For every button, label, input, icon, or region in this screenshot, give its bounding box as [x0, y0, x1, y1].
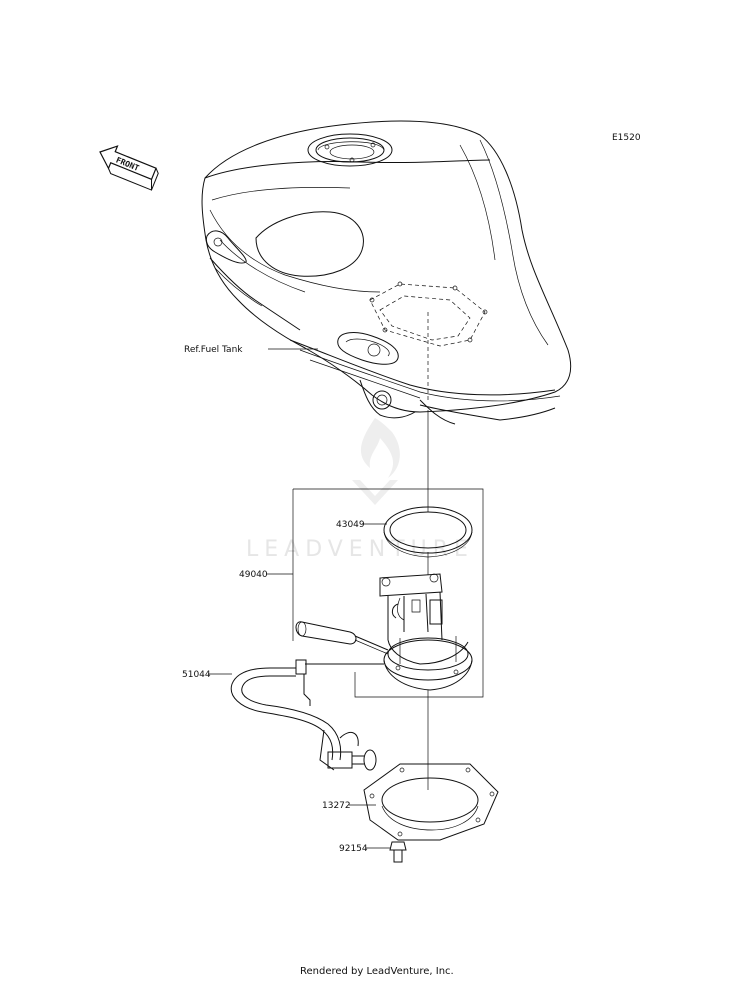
- watermark: LEADVENTURE: [246, 418, 474, 562]
- label-43049: 43049: [336, 520, 365, 530]
- diagram-code: E1520: [612, 133, 641, 143]
- label-49040: 49040: [239, 570, 268, 580]
- fuel-hose-51044: [230, 659, 384, 771]
- front-arrow-icon: FRONT: [99, 145, 159, 191]
- fuel-tank: [201, 120, 572, 425]
- fuel-pump-49040: [295, 573, 473, 691]
- plate-13272: [363, 763, 499, 841]
- label-92154: 92154: [339, 844, 368, 854]
- label-ref-fuel-tank: Ref.Fuel Tank: [184, 345, 243, 355]
- watermark-text: LEADVENTURE: [246, 537, 474, 562]
- footer-credit: Rendered by LeadVenture, Inc.: [300, 966, 454, 977]
- assembly-bracket: [293, 488, 484, 698]
- label-13272: 13272: [322, 801, 351, 811]
- bolt-92154: [389, 841, 407, 863]
- label-51044: 51044: [182, 670, 211, 680]
